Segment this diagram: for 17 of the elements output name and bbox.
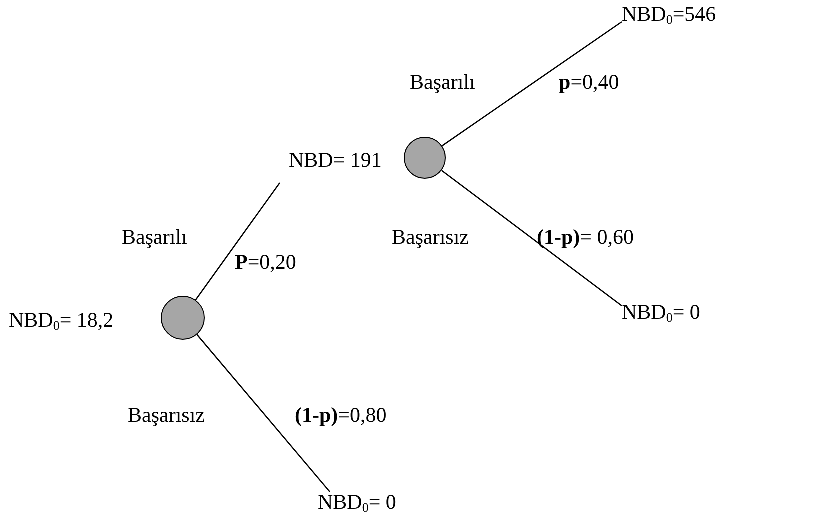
branch-label: Başarısız bbox=[392, 225, 469, 249]
branch-label: Başarılı bbox=[410, 70, 476, 94]
branch-label: Başarılı bbox=[122, 225, 188, 249]
edge-label: P=0,20 bbox=[235, 250, 296, 274]
outcome-value: NBD$_{0}$= 0 bbox=[622, 300, 700, 324]
branch-label: Başarısız bbox=[128, 403, 205, 427]
node-value-label: NBD= 191 bbox=[289, 148, 382, 172]
connector-line bbox=[195, 182, 281, 301]
edge-label: p=0,40 bbox=[559, 70, 620, 94]
node-value-label: NBD$_{0}$= 18,2 bbox=[9, 308, 114, 332]
outcome-value: NBD$_{0}$=546 bbox=[622, 2, 716, 26]
edge-label: (1-p)=0,80 bbox=[295, 403, 387, 427]
connector-line bbox=[196, 334, 330, 492]
connector-line bbox=[441, 170, 622, 307]
connector-line bbox=[442, 21, 622, 147]
outcome-value: NBD$_{0}$= 0 bbox=[318, 490, 396, 514]
edge-label: (1-p)= 0,60 bbox=[537, 225, 634, 249]
